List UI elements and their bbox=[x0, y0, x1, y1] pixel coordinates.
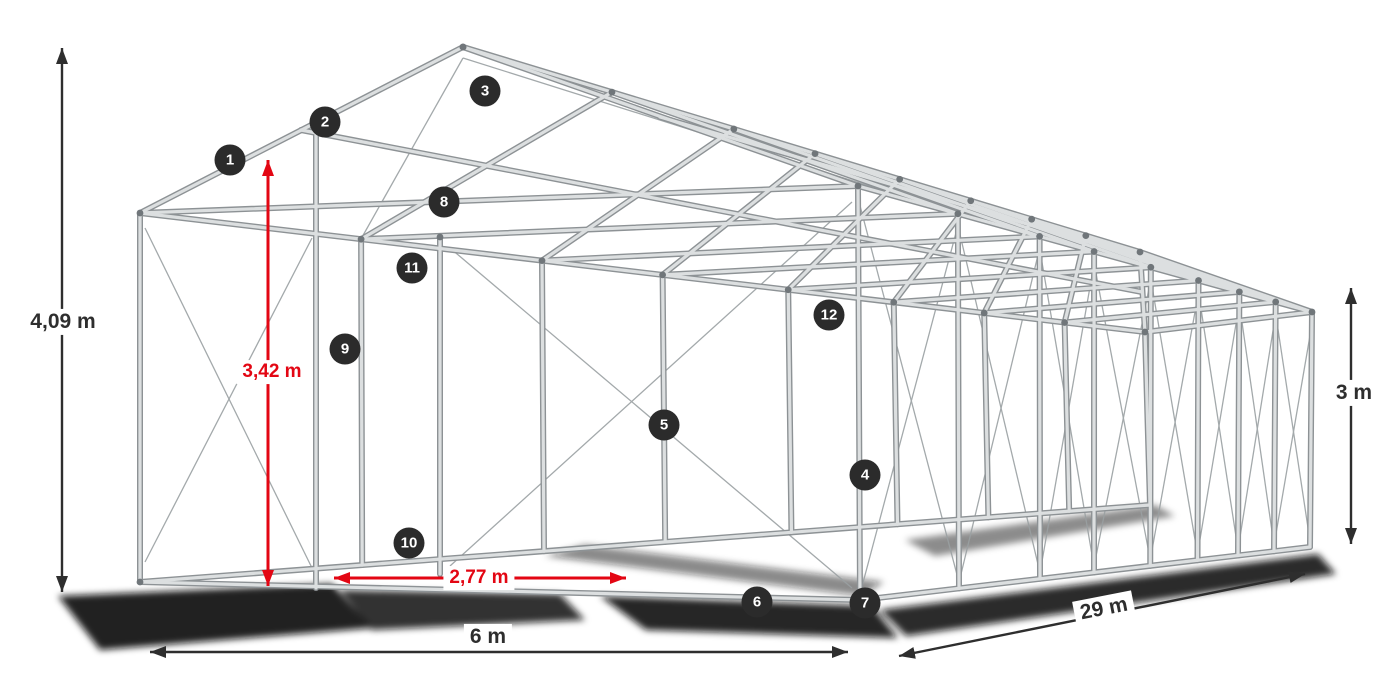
dimension-label-side-height: 3 m bbox=[1329, 379, 1379, 407]
callout-3: 3 bbox=[469, 75, 501, 107]
callout-8: 8 bbox=[428, 186, 460, 218]
dimension-label-length: 29 m bbox=[1072, 590, 1136, 628]
callout-5: 5 bbox=[648, 409, 680, 441]
callout-10: 10 bbox=[393, 527, 425, 559]
dimension-label-total-height: 4,09 m bbox=[24, 308, 102, 336]
callout-6: 6 bbox=[741, 586, 773, 618]
callout-9: 9 bbox=[329, 333, 361, 365]
frame-tubes bbox=[138, 45, 1314, 602]
callout-12: 12 bbox=[813, 299, 845, 331]
dimension-label-passage-width: 2,77 m bbox=[443, 566, 515, 590]
callout-11: 11 bbox=[396, 252, 428, 284]
dimension-label-width: 6 m bbox=[463, 623, 513, 651]
callout-2: 2 bbox=[309, 106, 341, 138]
callout-1: 1 bbox=[214, 144, 246, 176]
dimension-label-inner-height: 3,42 m bbox=[236, 360, 308, 384]
callout-4: 4 bbox=[849, 459, 881, 491]
callout-7: 7 bbox=[849, 587, 881, 619]
